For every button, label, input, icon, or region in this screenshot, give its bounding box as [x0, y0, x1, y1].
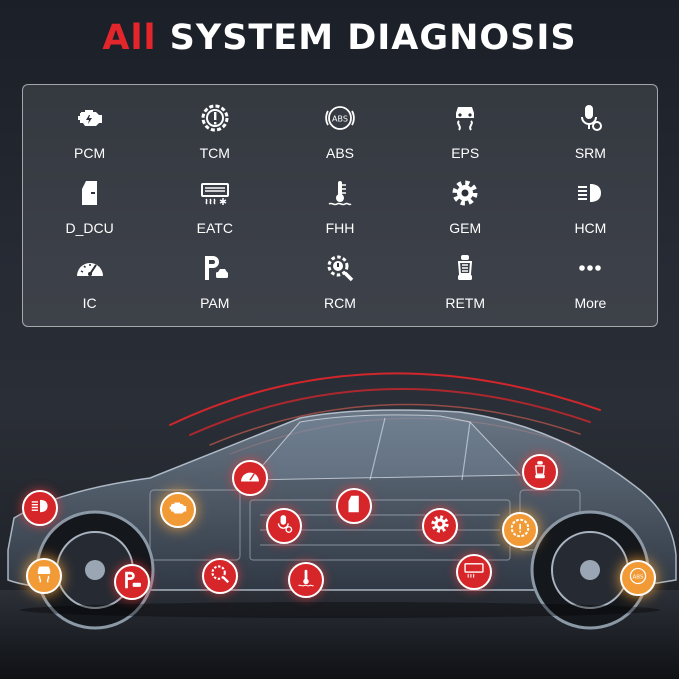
- system-grid: PCM TCM ABS ABS EPS SRM D_DCU EATC: [22, 84, 658, 327]
- engine-icon: [73, 101, 107, 135]
- gauge-icon: [239, 465, 261, 492]
- system-item-pam[interactable]: PAM: [152, 243, 277, 318]
- svg-text:ABS: ABS: [633, 574, 644, 580]
- headlight-icon: [573, 176, 607, 210]
- search-gear-icon: [209, 563, 231, 590]
- coolant-temp-icon: [295, 567, 317, 594]
- abs-icon: ABS: [627, 565, 649, 592]
- system-item-gem[interactable]: GEM: [403, 168, 528, 243]
- pin-engine[interactable]: [160, 492, 196, 528]
- pin-tcm[interactable]: [502, 512, 538, 548]
- seat-restraint-icon: [273, 513, 295, 540]
- coolant-temp-icon: [323, 176, 357, 210]
- system-label: SRM: [574, 144, 606, 161]
- engine-icon: [167, 497, 189, 524]
- search-gear-icon: [323, 251, 357, 285]
- pin-parking[interactable]: [114, 564, 150, 600]
- seat-icon: [448, 251, 482, 285]
- seat-restraint-icon: [573, 101, 607, 135]
- pin-srm[interactable]: [266, 508, 302, 544]
- steering-icon: [33, 563, 55, 590]
- system-label: D_DCU: [65, 219, 114, 236]
- door-icon: [73, 176, 107, 210]
- title-rest: SYSTEM DIAGNOSIS: [169, 18, 577, 58]
- system-item-fhh[interactable]: FHH: [277, 168, 402, 243]
- pin-coolant[interactable]: [288, 562, 324, 598]
- system-label: FHH: [325, 219, 355, 236]
- system-label: EPS: [451, 144, 480, 161]
- seat-icon: [529, 459, 551, 486]
- parking-icon: [121, 569, 143, 596]
- system-item-tcm[interactable]: TCM: [152, 93, 277, 168]
- abs-icon: ABS: [323, 101, 357, 135]
- gauge-icon: [73, 251, 107, 285]
- pin-door[interactable]: [336, 488, 372, 524]
- pin-gauge[interactable]: [232, 460, 268, 496]
- system-label: IC: [82, 294, 97, 311]
- climate-icon: [463, 559, 485, 586]
- system-label: PCM: [74, 144, 106, 161]
- pin-seat[interactable]: [522, 454, 558, 490]
- svg-text:ABS: ABS: [332, 114, 348, 123]
- page-title: All SYSTEM DIAGNOSIS: [0, 18, 679, 58]
- pin-cog[interactable]: [422, 508, 458, 544]
- system-label: RCM: [324, 294, 356, 311]
- system-item-rcm[interactable]: RCM: [277, 243, 402, 318]
- system-item-abs[interactable]: ABS ABS: [277, 93, 402, 168]
- system-item-pcm[interactable]: PCM: [27, 93, 152, 168]
- system-item-eatc[interactable]: EATC: [152, 168, 277, 243]
- gear-warning-icon: [198, 101, 232, 135]
- pin-rcm[interactable]: [202, 558, 238, 594]
- system-label: EATC: [196, 219, 233, 236]
- cog-icon: [429, 513, 451, 540]
- system-label: GEM: [449, 219, 482, 236]
- system-item-hcm[interactable]: HCM: [528, 168, 653, 243]
- system-item-eps[interactable]: EPS: [403, 93, 528, 168]
- pin-abs[interactable]: ABS: [620, 560, 656, 596]
- system-label: ABS: [325, 144, 354, 161]
- system-item-retm[interactable]: RETM: [403, 243, 528, 318]
- door-icon: [343, 493, 365, 520]
- cog-icon: [448, 176, 482, 210]
- parking-icon: [198, 251, 232, 285]
- system-item-ic[interactable]: IC: [27, 243, 152, 318]
- more-icon: [573, 251, 607, 285]
- steering-icon: [448, 101, 482, 135]
- title-accent: All: [102, 18, 157, 58]
- pin-climate[interactable]: [456, 554, 492, 590]
- system-label: More: [574, 294, 607, 311]
- gear-warning-icon: [509, 517, 531, 544]
- headlight-icon: [29, 495, 51, 522]
- system-label: HCM: [574, 219, 607, 236]
- system-label: PAM: [200, 294, 230, 311]
- pin-steering[interactable]: [26, 558, 62, 594]
- system-label: RETM: [445, 294, 486, 311]
- system-item-d-dcu[interactable]: D_DCU: [27, 168, 152, 243]
- pin-headlight[interactable]: [22, 490, 58, 526]
- climate-icon: [198, 176, 232, 210]
- system-item-srm[interactable]: SRM: [528, 93, 653, 168]
- system-item-more[interactable]: More: [528, 243, 653, 318]
- system-label: TCM: [199, 144, 230, 161]
